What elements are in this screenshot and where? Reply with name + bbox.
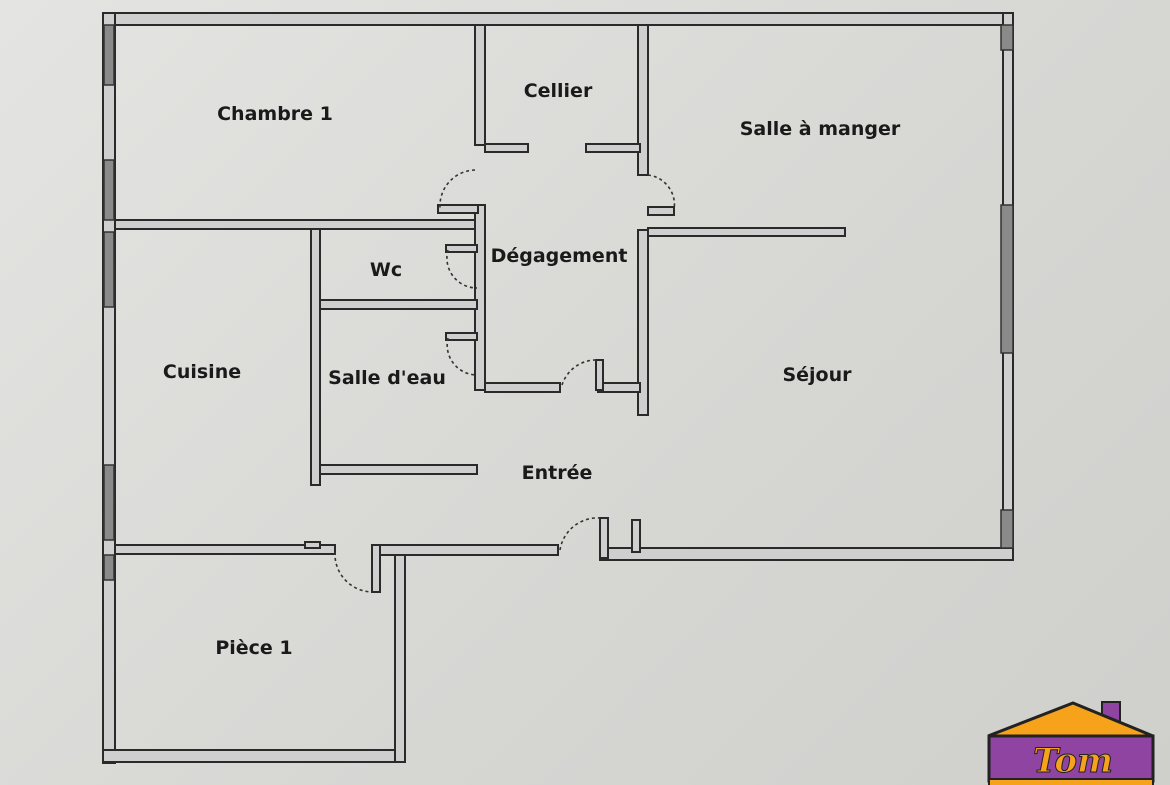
window [103,231,115,308]
door-arc [559,517,601,551]
room-label-entree: Entrée [522,462,593,484]
door-arc [334,551,373,593]
room-label-salle-a-manger: Salle à manger [740,118,901,140]
room-labels: Chambre 1 Cellier Salle à manger Dégagem… [163,80,901,659]
room-label-piece-1: Pièce 1 [215,637,292,659]
window [103,24,115,86]
sejour-partition [647,227,846,237]
salle-eau-wall-bottom [319,464,478,475]
outer-wall-bottom-sejour [599,547,1014,561]
stub [445,332,478,341]
outer-wall-left [102,12,116,764]
window [103,159,115,221]
window [103,464,115,541]
entree-wall-top-right [597,382,641,393]
cellier-stub-right [585,143,641,153]
room-label-chambre-1: Chambre 1 [217,103,333,125]
window [1000,509,1014,549]
window [103,554,115,581]
outer-wall-top [106,12,1014,26]
windows [103,24,1014,581]
door-jamb [599,517,609,559]
door-jamb [631,519,641,553]
room-label-wc: Wc [370,259,402,281]
room-label-cuisine: Cuisine [163,361,241,383]
door-arc [561,359,599,386]
window [1000,204,1014,354]
tom-logo: Tom [987,701,1155,785]
piece-wall-bottom [102,749,406,763]
door-jamb [371,544,381,593]
logo-text: Tom [1033,741,1113,781]
degagement-wall-left [474,204,486,391]
room-label-degagement: Dégagement [491,245,628,267]
cellier-stub-left [484,143,529,153]
room-label-salle-d-eau: Salle d'eau [328,367,446,389]
room-label-sejour: Séjour [782,364,852,386]
door-jamb [595,359,604,391]
room-label-cellier: Cellier [524,80,593,102]
wc-wall-bottom [319,299,478,310]
stub [304,541,321,549]
stub [437,204,479,214]
door-arc [439,169,476,209]
piece-wall-right [394,547,406,763]
door-arc [647,174,676,211]
cuisine-wall-bottom [114,544,336,555]
doors [334,169,676,593]
entree-wall-bottom [371,544,559,556]
cellier-wall-left [474,24,486,146]
degagement-wall-right [637,229,649,416]
chambre-wall-bottom [114,219,478,230]
door-arc [446,337,478,376]
stub [647,206,675,216]
door-arc [446,249,478,289]
stub [445,244,478,253]
wc-wall-left [310,228,321,486]
window [1000,24,1014,51]
entree-wall-top-left [484,382,561,393]
cellier-wall-right [637,24,649,176]
